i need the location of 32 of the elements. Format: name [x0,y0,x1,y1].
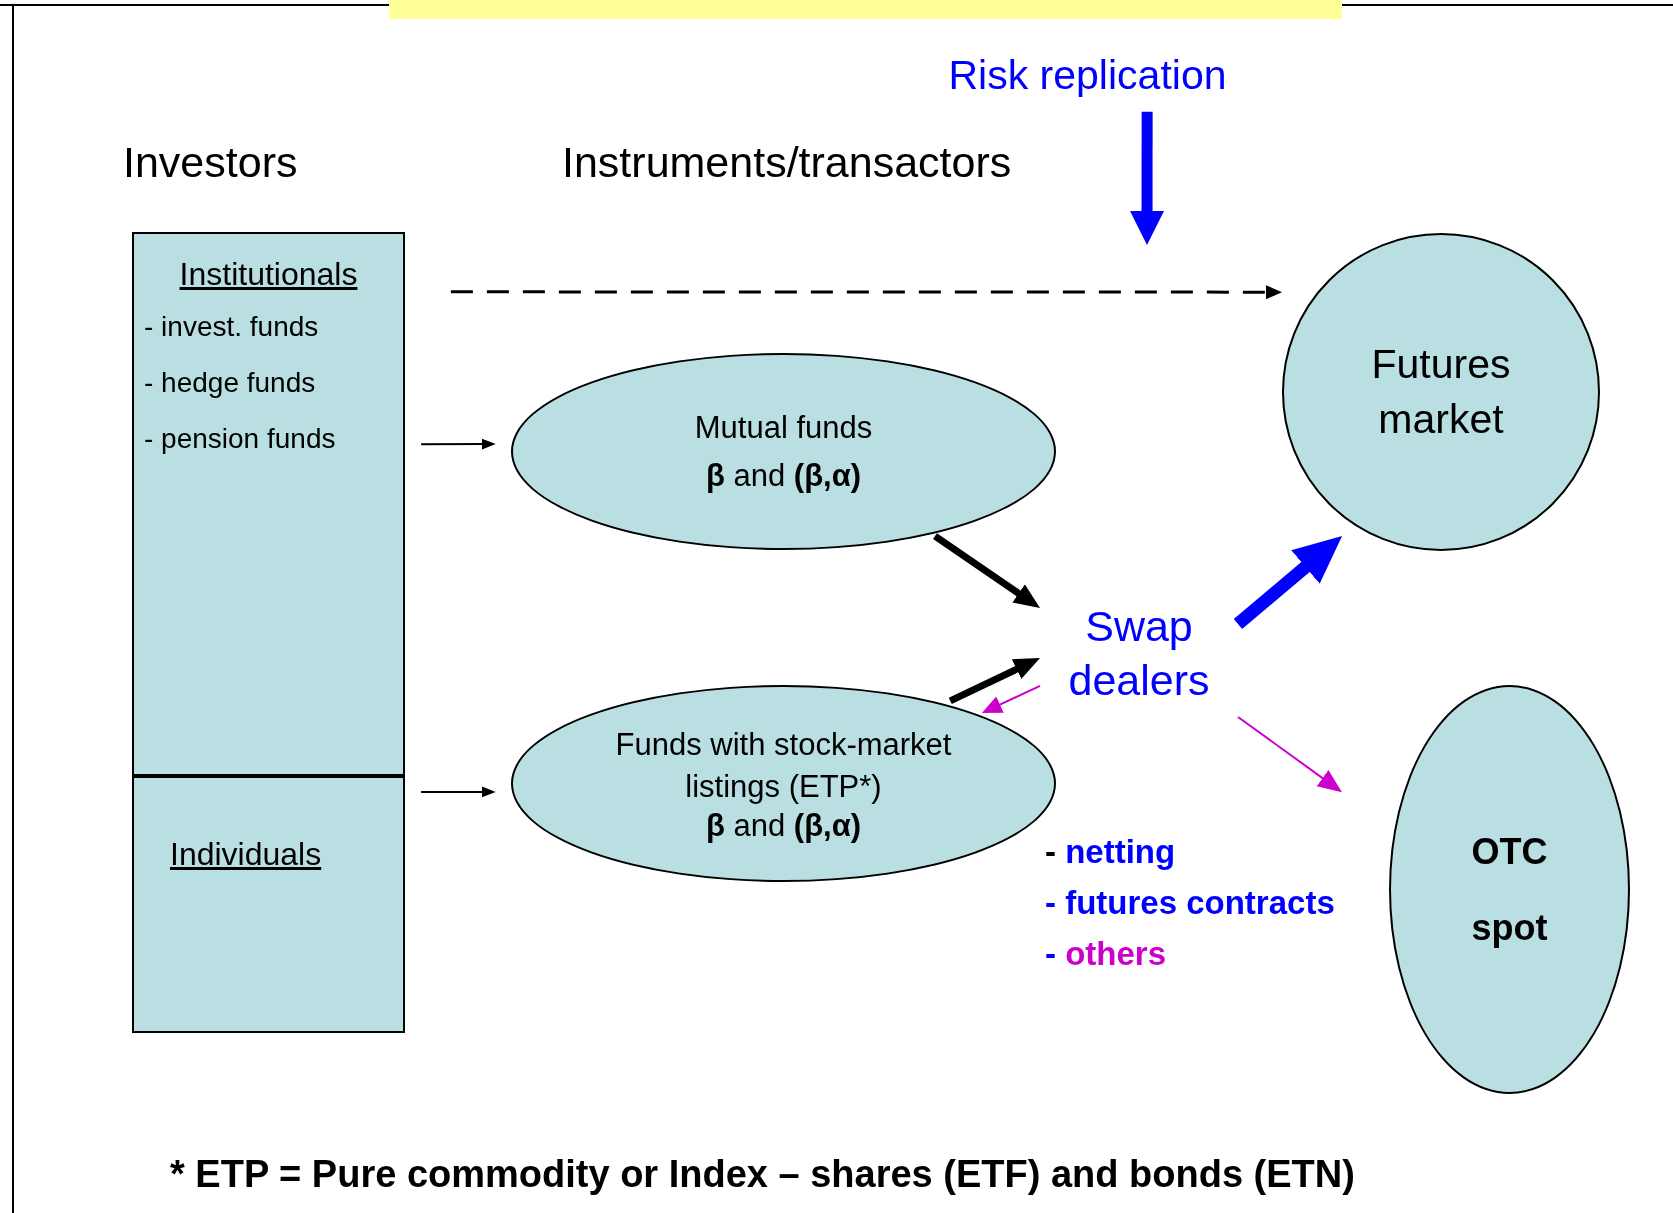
actor-label: Swap dealers [1067,601,1211,706]
column-heading: Investors [123,138,298,187]
column-heading: Instruments/transactors [562,138,1012,187]
node-subtitle: spot [1471,906,1548,948]
investor-group-box [132,232,405,776]
group-heading: Institutionals [179,256,358,293]
title-banner [389,0,1342,19]
arrow [1233,536,1343,629]
group-heading: Individuals [170,836,322,873]
arrow [981,684,1041,713]
list-item: - others [1045,935,1167,973]
list-item: - hedge funds [144,367,316,400]
arrow [420,438,496,450]
list-item: - netting [1045,833,1176,871]
arrow [948,657,1040,705]
node-title: Futures market [1370,339,1512,444]
node-title: OTC [1471,831,1548,873]
arrow [1237,715,1342,793]
arrow [420,786,496,798]
arrow [1130,111,1165,245]
node-subtitle: β and (β,α) [705,807,862,844]
footnote: * ETP = Pure commodity or Index – shares (ETF) and bonds (ETN) [170,1153,1355,1196]
node-title: Funds with stock-market listings (ETP*) [614,725,953,806]
list-item: - futures contracts [1045,884,1335,922]
annotation-label: Risk replication [948,52,1227,100]
node-title: Mutual funds [694,409,873,446]
investor-group-box [132,776,405,1033]
arrow [450,285,1282,300]
list-item: - invest. funds [144,310,319,343]
arrow [933,533,1040,609]
list-item: - pension funds [144,423,336,456]
node-subtitle: β and (β,α) [705,457,862,494]
